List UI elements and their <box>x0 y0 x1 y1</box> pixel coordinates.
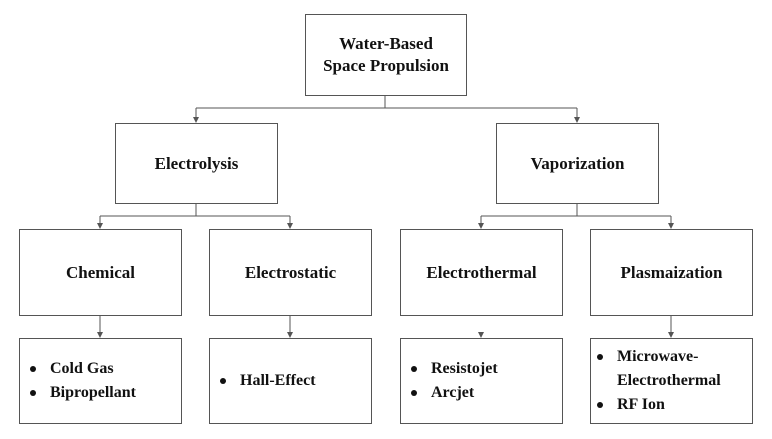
root-title-line1: Water-Based <box>339 34 433 53</box>
chemical-label: Chemical <box>66 262 135 282</box>
chemical-leaf: Cold Gas Bipropellant <box>19 338 182 424</box>
electrostatic-node: Electrostatic <box>209 229 372 316</box>
chemical-node: Chemical <box>19 229 182 316</box>
list-item-cold-gas: Cold Gas <box>30 357 136 381</box>
electrothermal-label: Electrothermal <box>426 262 537 282</box>
vaporization-node: Vaporization <box>496 123 659 204</box>
microwave-line2: Electrothermal <box>617 372 721 389</box>
root-node: Water-Based Space Propulsion <box>305 14 467 96</box>
electrothermal-leaf: Resistojet Arcjet <box>400 338 563 424</box>
microwave-line1: Microwave- <box>617 348 699 365</box>
list-item-hall-effect: Hall-Effect <box>220 369 316 393</box>
electrostatic-list: Hall-Effect <box>210 369 316 393</box>
list-item-arcjet: Arcjet <box>411 381 498 405</box>
plasmaization-list: Microwave- Electrothermal RF Ion <box>591 345 721 417</box>
electrolysis-node: Electrolysis <box>115 123 278 204</box>
electrolysis-label: Electrolysis <box>154 153 239 173</box>
plasmaization-node: Plasmaization <box>590 229 753 316</box>
list-item-resistojet: Resistojet <box>411 357 498 381</box>
electrostatic-label: Electrostatic <box>244 262 337 282</box>
plasmaization-label: Plasmaization <box>620 262 723 282</box>
vaporization-label: Vaporization <box>530 153 625 173</box>
electrothermal-node: Electrothermal <box>400 229 563 316</box>
root-title-line2: Space Propulsion <box>323 56 449 75</box>
chemical-list: Cold Gas Bipropellant <box>20 357 136 405</box>
electrothermal-list: Resistojet Arcjet <box>401 357 498 405</box>
list-item-microwave-electrothermal: Microwave- Electrothermal <box>597 345 721 393</box>
list-item-bipropellant: Bipropellant <box>30 381 136 405</box>
electrostatic-leaf: Hall-Effect <box>209 338 372 424</box>
plasmaization-leaf: Microwave- Electrothermal RF Ion <box>590 338 753 424</box>
list-item-rf-ion: RF Ion <box>597 393 721 417</box>
